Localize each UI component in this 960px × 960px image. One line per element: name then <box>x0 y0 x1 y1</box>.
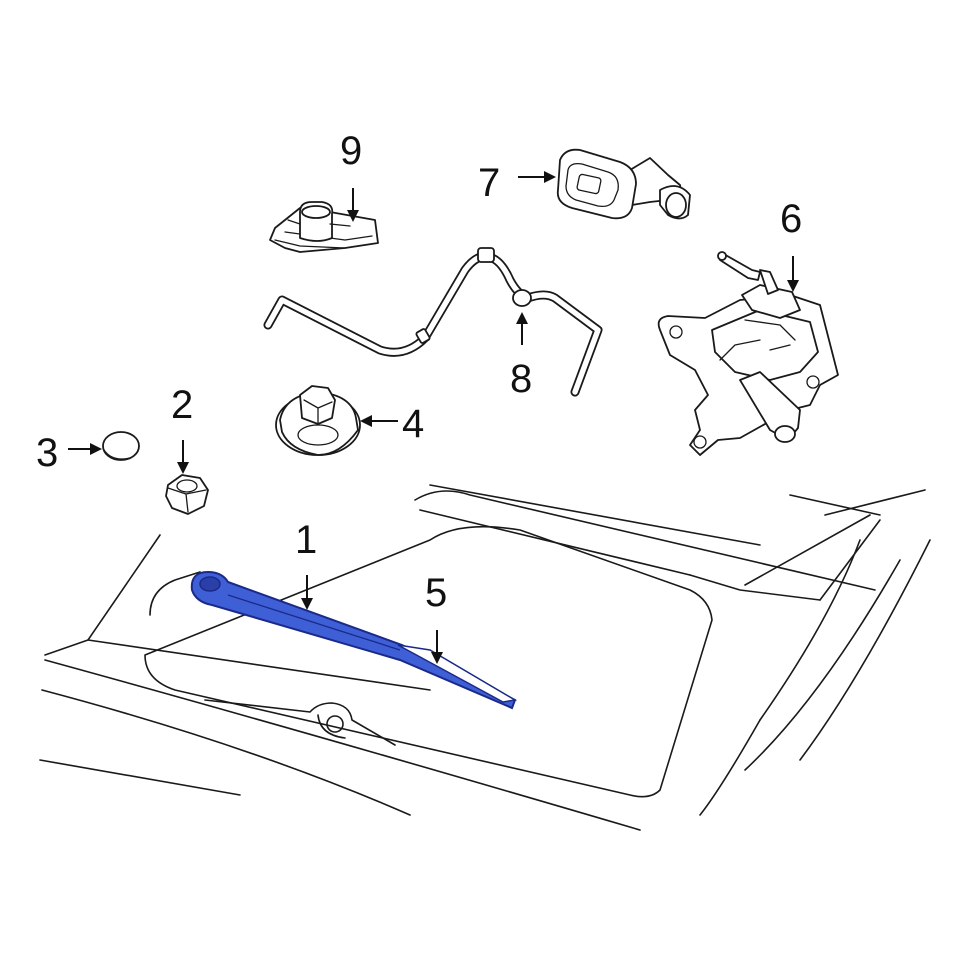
callout-8: 8 <box>510 357 532 401</box>
part-6-wiper-motor[interactable] <box>657 251 839 456</box>
part-8-washer-hose[interactable] <box>263 247 603 397</box>
callout-6: 6 <box>780 197 802 241</box>
callout-arrows <box>68 171 799 664</box>
part-1-wiper-arm[interactable] <box>190 570 517 710</box>
callout-5: 5 <box>425 571 447 615</box>
part-3-cap[interactable] <box>102 431 140 461</box>
callout-9: 9 <box>340 129 362 173</box>
liftgate-outline <box>39 484 931 831</box>
part-2-nut[interactable] <box>165 474 209 515</box>
callout-labels: 9 7 6 8 4 2 3 1 5 <box>36 129 802 615</box>
callout-7: 7 <box>478 161 500 205</box>
part-9-clip-nut[interactable] <box>269 201 379 253</box>
callout-3: 3 <box>36 431 58 475</box>
part-7-washer-nozzle[interactable] <box>556 148 691 220</box>
callout-2: 2 <box>171 383 193 427</box>
callout-4: 4 <box>402 402 424 446</box>
part-5-wiper-blade[interactable] <box>397 644 518 703</box>
callout-1: 1 <box>295 518 317 562</box>
part-4-pivot-cap[interactable] <box>275 385 361 456</box>
